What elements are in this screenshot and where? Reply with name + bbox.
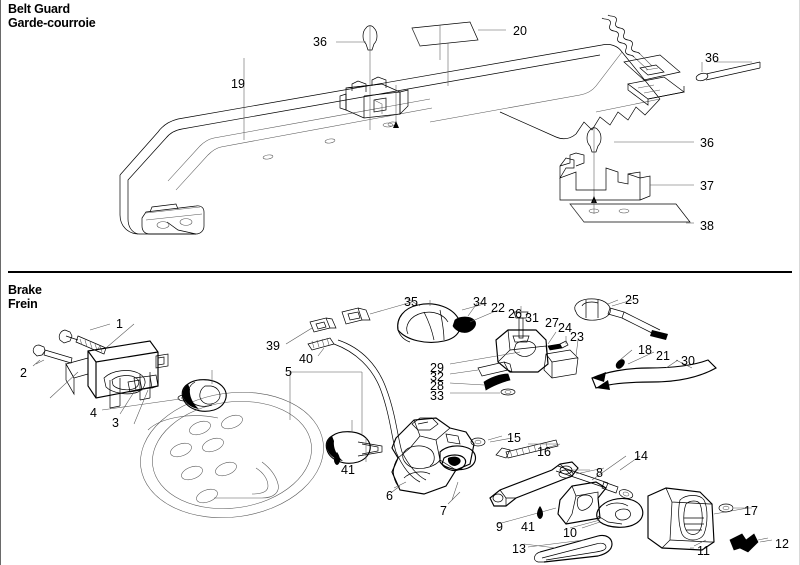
callout-10: 10 [563, 526, 577, 540]
callout-18: 18 [638, 343, 652, 357]
callout-19: 19 [231, 77, 245, 91]
callout-41: 41 [341, 463, 355, 477]
callout-22: 22 [491, 301, 505, 315]
callout-11: 11 [697, 544, 710, 558]
callout-41: 41 [521, 520, 535, 534]
callout-36: 36 [700, 136, 714, 150]
callout-20: 20 [513, 24, 527, 38]
callout-35: 35 [404, 295, 418, 309]
callout-32: 32 [430, 370, 444, 384]
section-divider [8, 271, 792, 273]
callout-14: 14 [634, 449, 648, 463]
callout-13: 13 [512, 542, 526, 556]
brake-title-fr: Frein [8, 297, 38, 311]
callout-38: 38 [700, 219, 714, 233]
callout-25: 25 [625, 293, 639, 307]
brake-title-en: Brake [8, 283, 42, 297]
callout-7: 7 [440, 504, 447, 518]
callout-33: 33 [430, 389, 444, 403]
callout-34: 34 [473, 295, 487, 309]
callout-21: 21 [656, 349, 670, 363]
callout-40: 40 [299, 352, 313, 366]
callout-16: 16 [537, 445, 551, 459]
callout-12: 12 [775, 537, 789, 551]
callout-31: 31 [525, 311, 539, 325]
callout-36: 36 [313, 35, 327, 49]
callout-1: 1 [116, 317, 123, 331]
callout-17: 17 [744, 504, 758, 518]
callout-5: 5 [285, 365, 292, 379]
callout-9: 9 [496, 520, 503, 534]
belt-guard-title-en: Belt Guard [8, 2, 70, 16]
callout-30: 30 [681, 354, 695, 368]
callout-23: 23 [570, 330, 584, 344]
callout-24: 24 [558, 321, 572, 335]
callout-37: 37 [700, 179, 714, 193]
callout-28: 28 [430, 379, 444, 393]
callout-36: 36 [705, 51, 719, 65]
callout-3: 3 [112, 416, 119, 430]
belt-guard-title-fr: Garde-courroie [8, 16, 96, 30]
callout-8: 8 [596, 466, 603, 480]
callout-27: 27 [545, 316, 559, 330]
callout-29: 29 [430, 361, 444, 375]
callout-39: 39 [266, 339, 280, 353]
callout-6: 6 [386, 489, 393, 503]
callout-4: 4 [90, 406, 97, 420]
callout-26: 26 [508, 307, 522, 321]
callout-2: 2 [20, 366, 27, 380]
callout-15: 15 [507, 431, 521, 445]
